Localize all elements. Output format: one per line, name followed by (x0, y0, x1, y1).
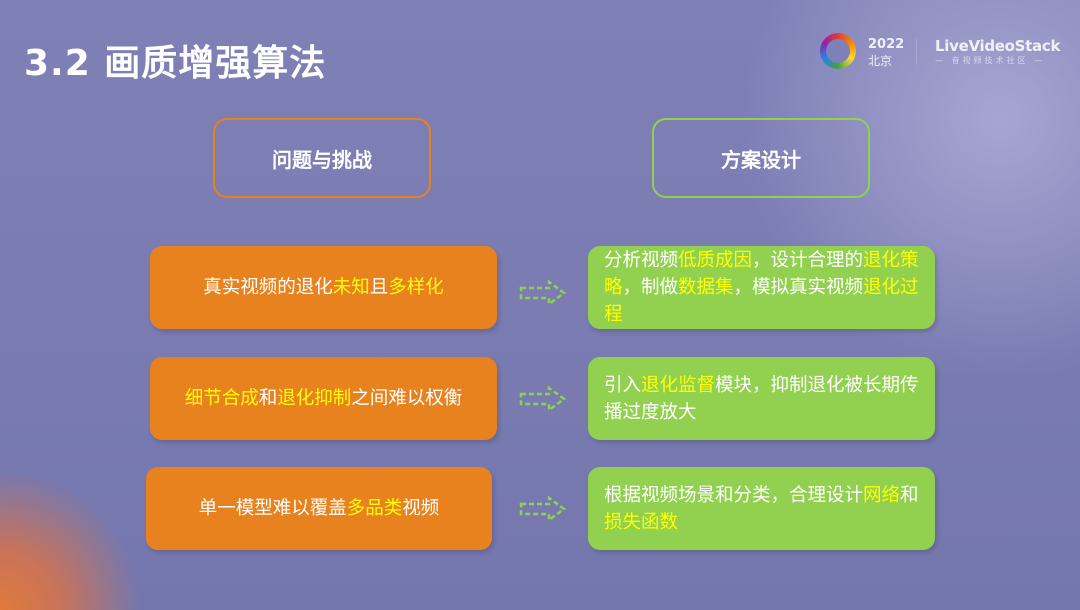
text-segment: 视频 (402, 498, 440, 519)
text-segment: 分析视频 (604, 250, 679, 271)
text-segment: 之间难以权衡 (351, 388, 463, 409)
highlighted-text: 多样化 (388, 277, 444, 298)
problem-box-2: 细节合成和退化抑制之间难以权衡 (150, 357, 497, 440)
highlighted-text: 多品类 (346, 498, 403, 519)
solution-box-1: 分析视频低质成因，设计合理的退化策略，制做数据集，模拟真实视频退化过程 (588, 246, 935, 329)
solution-box-3: 根据视频场景和分类，合理设计网络和损失函数 (588, 467, 935, 550)
text-segment: 且 (369, 277, 389, 298)
text-segment: 和 (900, 484, 919, 506)
problem-text: 细节合成和退化抑制之间难以权衡 (185, 385, 463, 412)
highlighted-text: 网络 (863, 484, 901, 506)
dashed-arrow-icon (519, 385, 567, 413)
text-segment: ，模拟真实视频 (733, 277, 864, 298)
brand-name: LiveVideoStack (935, 37, 1061, 55)
problem-text: 真实视频的退化未知且多样化 (203, 274, 444, 301)
brand-subtitle: — 音视频技术社区 — (935, 56, 1046, 65)
highlighted-text: 细节合成 (184, 388, 259, 409)
problem-text: 单一模型难以覆盖多品类视频 (199, 495, 440, 522)
solution-text: 引入退化监督模块，抑制退化被长期传播过度放大 (604, 372, 921, 426)
highlighted-text: 退化过程 (604, 277, 919, 325)
solution-text: 分析视频低质成因，设计合理的退化策略，制做数据集，模拟真实视频退化过程 (604, 247, 921, 328)
text-segment: 和 (258, 388, 278, 409)
highlighted-text: 数据集 (678, 277, 734, 298)
problem-box-1: 真实视频的退化未知且多样化 (150, 246, 497, 329)
header-problems: 问题与挑战 (213, 118, 431, 198)
logo-divider (916, 39, 917, 65)
highlighted-text: 退化监督 (641, 374, 716, 396)
text-segment: ，制做 (622, 277, 679, 298)
logo-city: 北京 (868, 54, 893, 68)
dashed-arrow-icon (519, 279, 567, 307)
dashed-arrow-icon (519, 495, 567, 523)
header-solutions: 方案设计 (652, 118, 870, 198)
conference-ring-logo (820, 33, 856, 69)
highlighted-text: 低质成因 (678, 250, 753, 271)
text-segment: 模块，抑制退化被长期传播过度放大 (604, 374, 919, 423)
problem-box-3: 单一模型难以覆盖多品类视频 (146, 467, 492, 550)
text-segment: 根据视频场景和分类，合理设计 (604, 484, 864, 506)
highlighted-text: 退化策略 (604, 250, 919, 298)
solution-box-2: 引入退化监督模块，抑制退化被长期传播过度放大 (588, 357, 935, 440)
text-segment: 单一模型难以覆盖 (198, 498, 347, 519)
text-segment: ，设计合理的 (752, 250, 864, 271)
highlighted-text: 损失函数 (604, 511, 679, 533)
highlighted-text: 退化抑制 (277, 388, 352, 409)
highlighted-text: 未知 (332, 277, 370, 298)
event-logo: 2022 北京 LiveVideoStack — 音视频技术社区 — (820, 33, 1070, 77)
logo-year: 2022 (868, 37, 905, 52)
slide-title: 3.2 画质增强算法 (24, 43, 327, 84)
text-segment: 引入 (604, 374, 642, 396)
solution-text: 根据视频场景和分类，合理设计网络和损失函数 (604, 482, 921, 536)
text-segment: 真实视频的退化 (203, 277, 333, 298)
